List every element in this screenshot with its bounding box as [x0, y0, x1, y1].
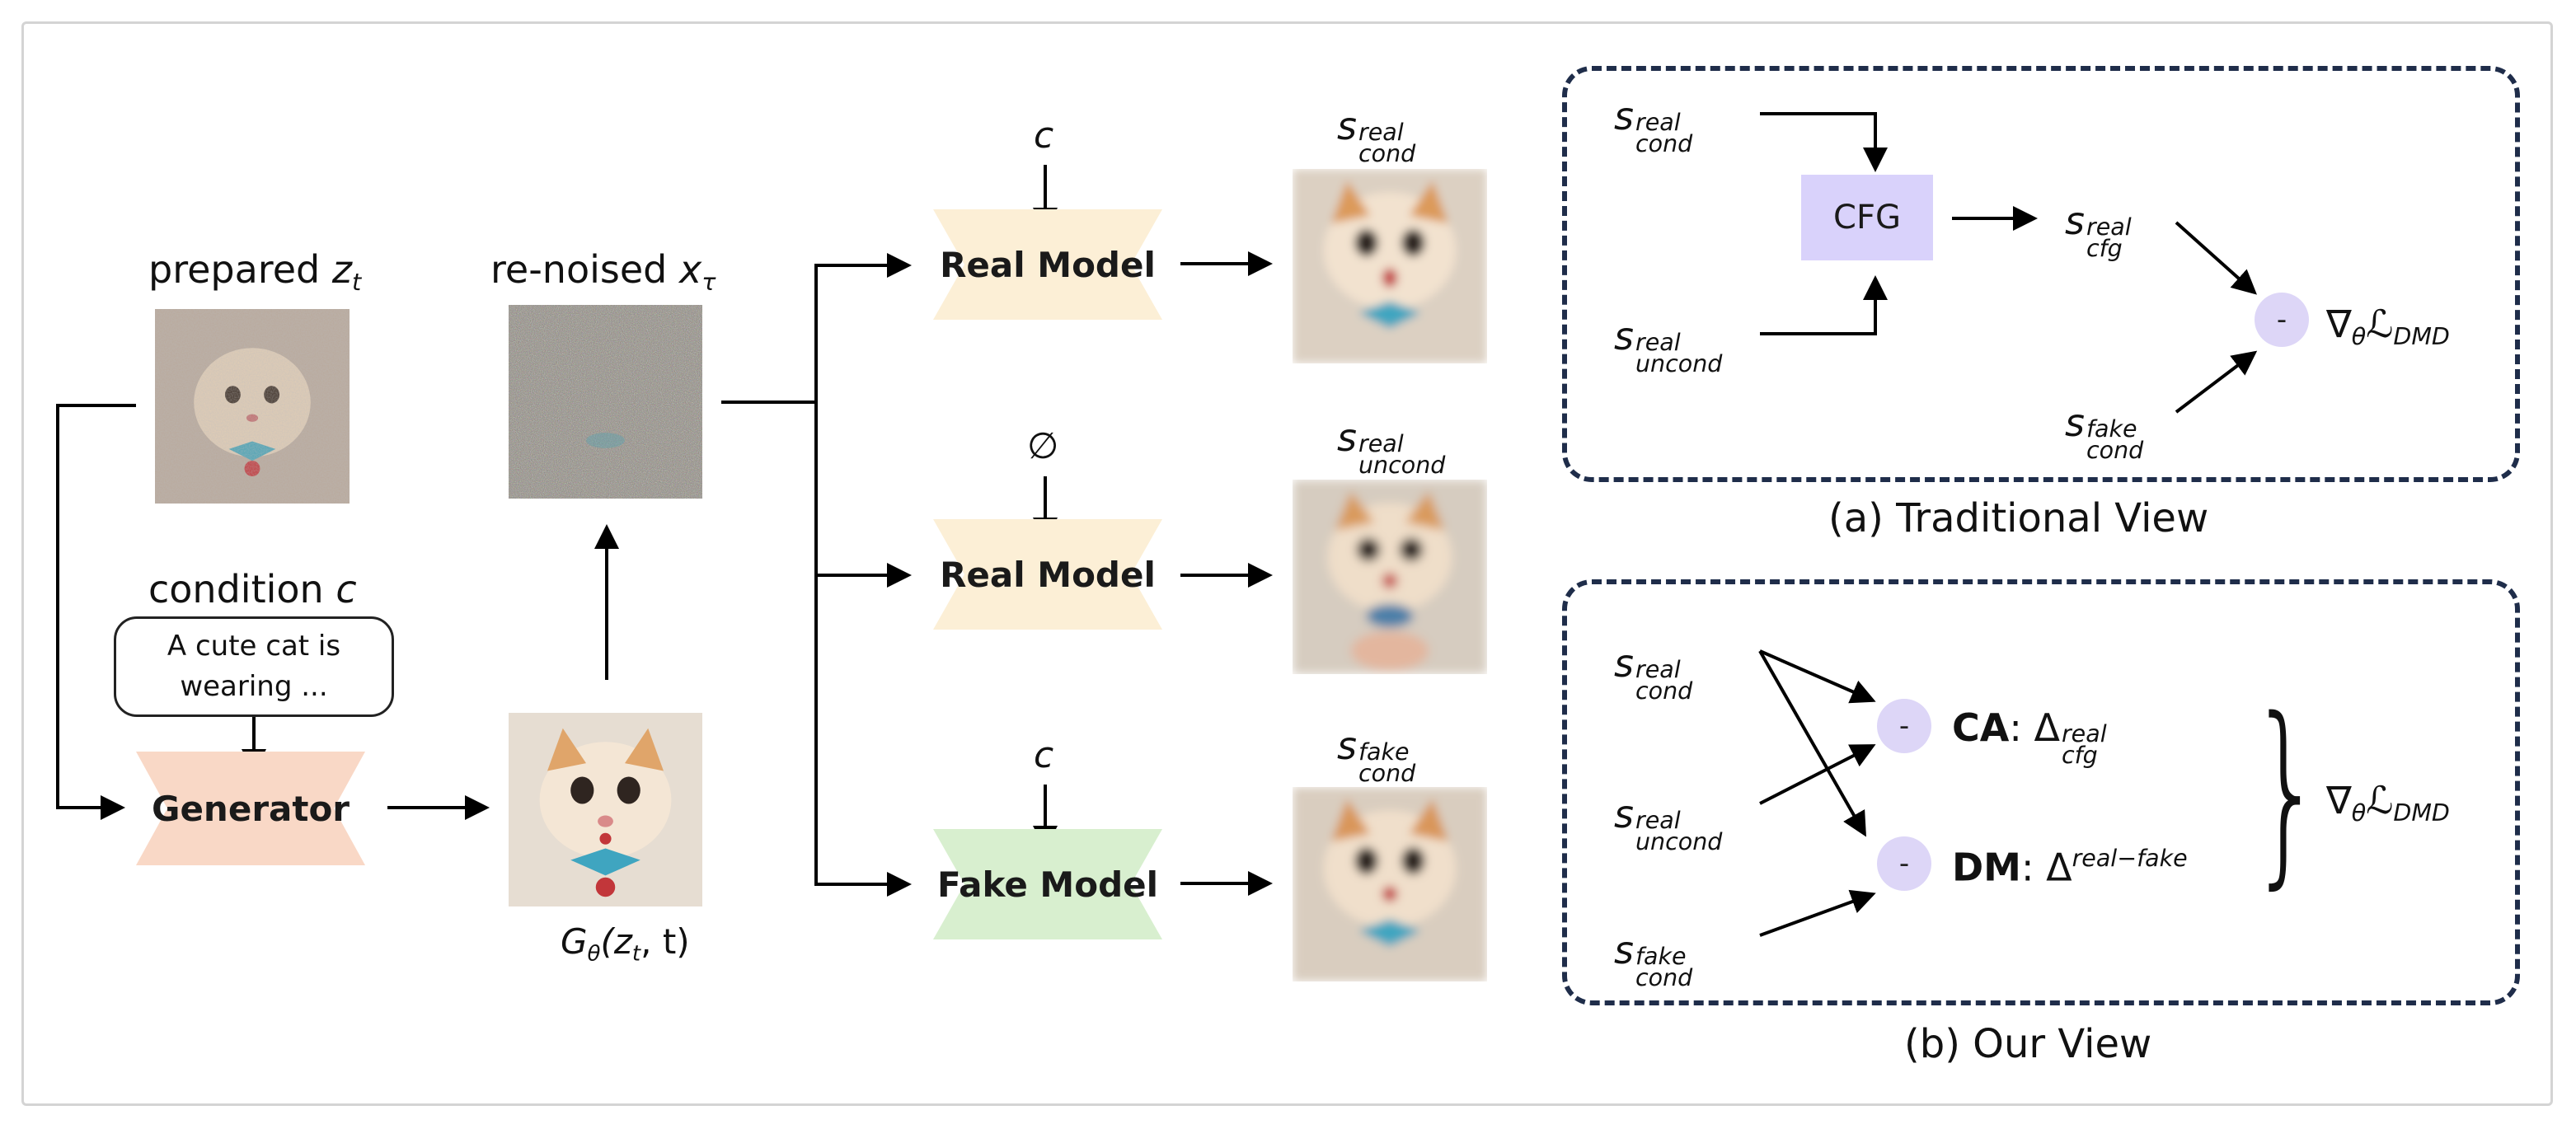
prompt-line-1: A cute cat is [167, 629, 341, 663]
our-view-caption: (b) Our View [1904, 1021, 2152, 1067]
model3-input-label: c [1034, 734, 1054, 776]
trad-fake-to-minus-arrow [2175, 350, 2258, 414]
prepared-to-generator-line [56, 404, 136, 820]
generated-cat-image [509, 713, 702, 906]
renoised-noise-image [509, 305, 702, 499]
output1-cat-image [1293, 169, 1487, 363]
trad-uncond-to-cfg-line [1760, 275, 1888, 335]
model1-label: Real Model [940, 244, 1156, 285]
ours-dm-minus-circle: - [1877, 836, 1931, 891]
generator-shape [136, 752, 365, 865]
our-view-panel [1562, 579, 2520, 1005]
traditional-caption: (a) Traditional View [1828, 495, 2209, 541]
prompt-box: A cute cat is wearing ... [114, 616, 394, 717]
brace-symbol: } [2249, 676, 2325, 906]
prepared-cat-image [155, 309, 350, 504]
ours-uncond-to-ca-arrow [1759, 744, 1876, 805]
figure-frame [21, 21, 2553, 1106]
output3-cat-image [1293, 787, 1487, 981]
prepared-label: prepared zt [148, 247, 362, 297]
trad-gradient-label: ∇θℒDMD [2326, 302, 2450, 351]
model3-label: Fake Model [936, 864, 1159, 905]
ours-cond-to-ca-arrow [1759, 649, 1876, 704]
trad-cfg-to-minus-arrow [2175, 221, 2257, 295]
model2-shape [933, 519, 1162, 630]
dm-term-label: DM: Δreal−fake [1952, 845, 2188, 890]
model2-label: Real Model [940, 554, 1156, 595]
model1-shape [933, 209, 1162, 320]
model3-shape [933, 829, 1162, 939]
trad-cond-to-cfg-line [1760, 112, 1888, 172]
renoised-label: re-noised xτ [490, 247, 716, 297]
cfg-box: CFG [1801, 175, 1933, 260]
gen-output-label: Gθ(zt, t) [561, 921, 690, 967]
output2-cat-image [1293, 480, 1487, 674]
prompt-line-2: wearing ... [180, 670, 328, 703]
ours-ca-minus-circle: - [1877, 699, 1931, 753]
model1-input-label: c [1034, 115, 1054, 157]
trad-minus-circle: - [2255, 293, 2309, 347]
ours-cond-to-dm-arrow [1758, 650, 1866, 837]
model2-input-label: ∅ [1027, 425, 1059, 467]
condition-label: condition c [148, 567, 357, 611]
generator-label: Generator [151, 788, 350, 829]
ours-fake-to-dm-arrow [1759, 889, 1876, 937]
traditional-view-panel [1562, 66, 2520, 482]
ours-gradient-label: ∇θℒDMD [2326, 778, 2450, 827]
